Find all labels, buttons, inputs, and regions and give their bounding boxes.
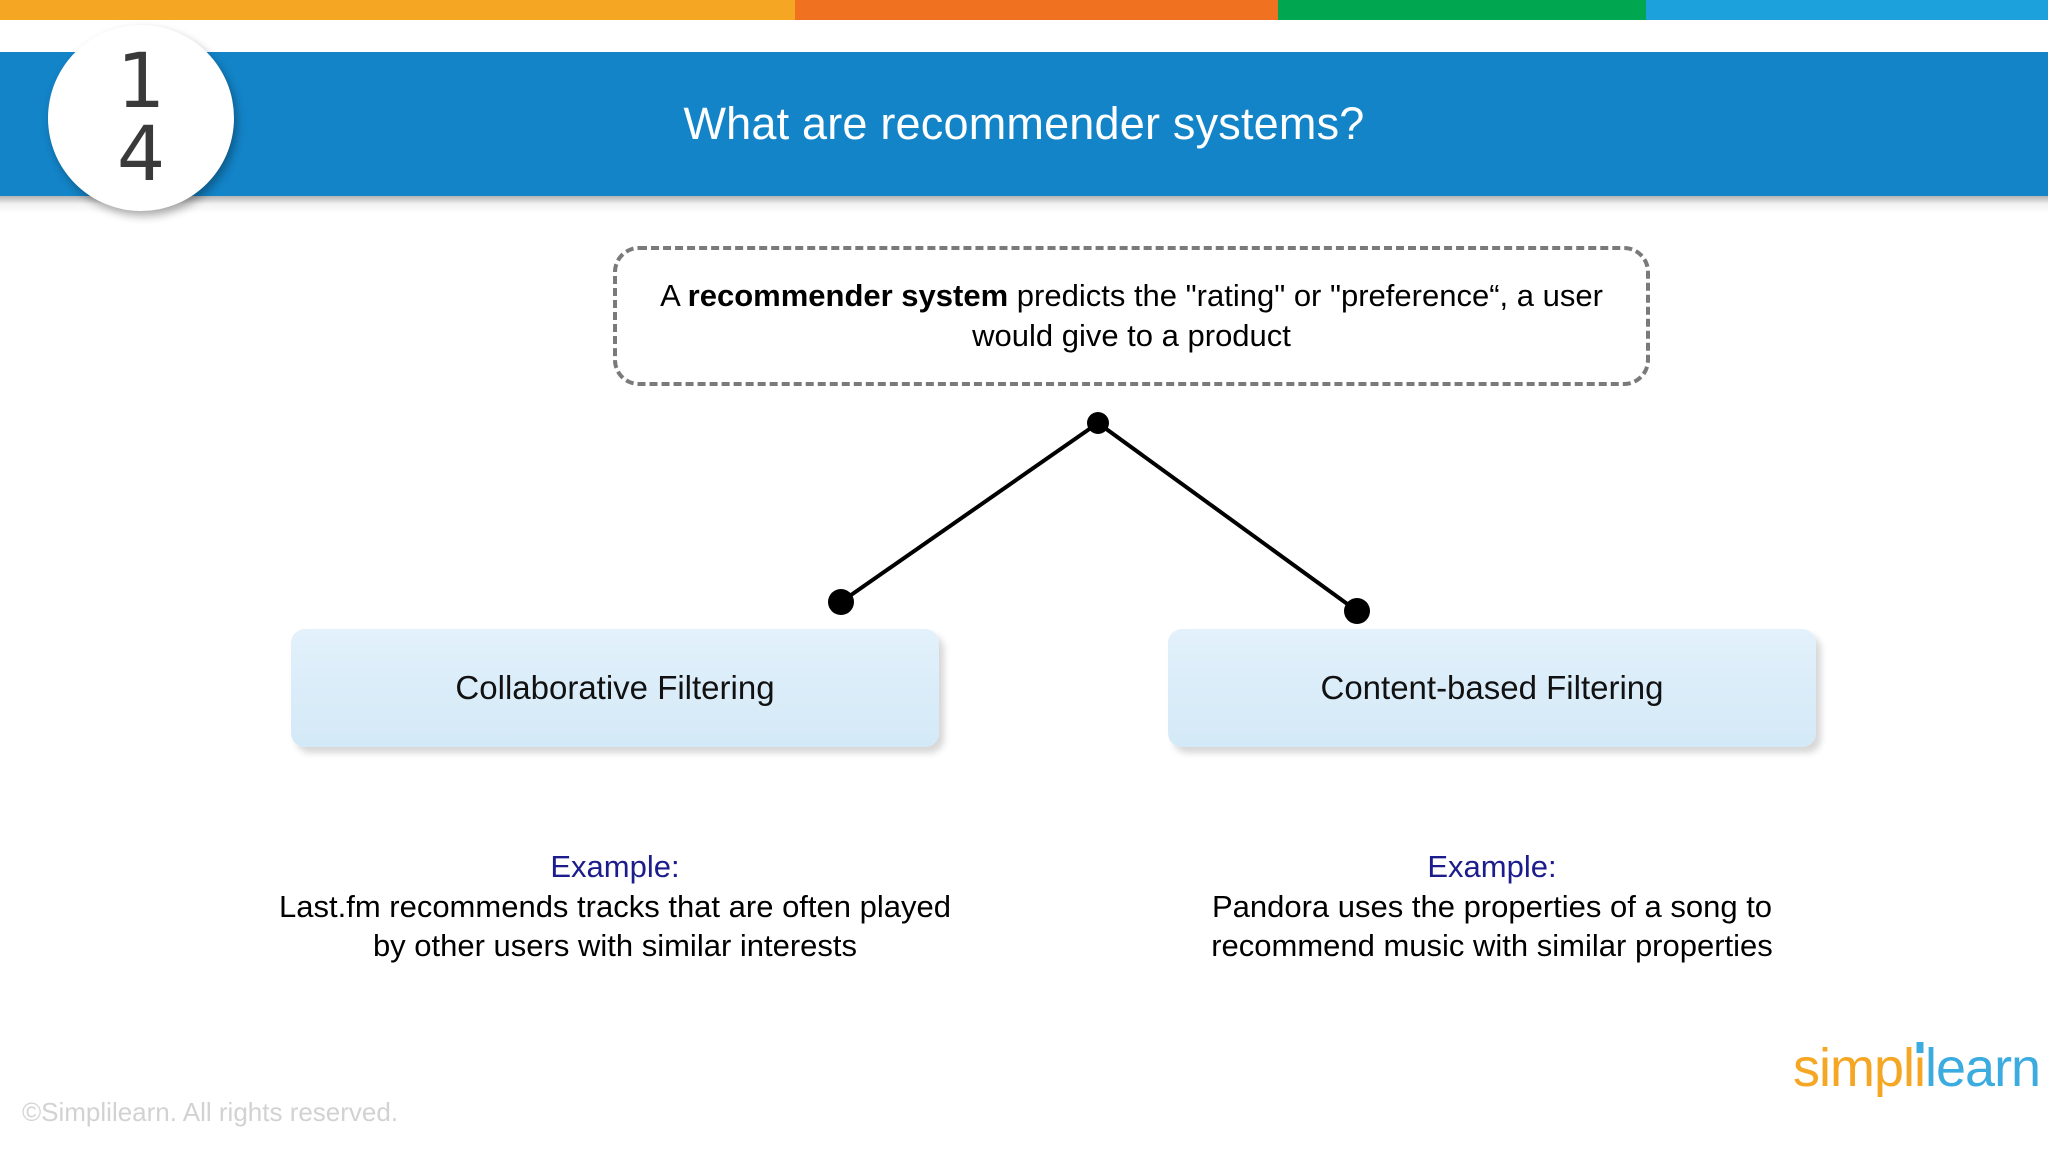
definition-box: A recommender system predicts the "ratin… xyxy=(613,246,1650,386)
logo-text-simpl: simpl xyxy=(1793,1038,1915,1098)
logo-i-stem: i xyxy=(1914,1038,1926,1098)
page-number-badge: 1 4 xyxy=(48,25,234,211)
strip-segment-amber xyxy=(0,0,795,20)
branch-box-label: Collaborative Filtering xyxy=(455,669,775,706)
top-color-strip xyxy=(0,0,2048,20)
connector-line-left xyxy=(839,421,1100,604)
logo-letter-i: i xyxy=(1914,1037,1926,1099)
example-body: Last.fm recommends tracks that are often… xyxy=(279,888,951,964)
definition-rest: predicts the "rating" or "preference“, a… xyxy=(972,278,1603,353)
strip-segment-orange xyxy=(795,0,1278,20)
connector-node-left xyxy=(828,589,854,615)
branch-box-collaborative-filtering[interactable]: Collaborative Filtering xyxy=(291,629,939,747)
page-number-digit-1: 1 xyxy=(116,36,166,126)
example-block-collaborative: Example: Last.fm recommends tracks that … xyxy=(265,847,965,966)
title-bar-shadow xyxy=(0,196,2048,204)
title-bar-shadow-fade xyxy=(0,204,2048,214)
page-number-digit-2: 4 xyxy=(116,109,166,198)
branch-box-content-based-filtering[interactable]: Content-based Filtering xyxy=(1168,629,1816,747)
logo-text-learn: learn xyxy=(1925,1038,2041,1098)
example-body: Pandora uses the properties of a song to… xyxy=(1211,888,1773,964)
connector-node-right xyxy=(1344,598,1370,624)
example-title: Example: xyxy=(1427,849,1557,884)
footer-copyright: ©Simplilearn. All rights reserved. xyxy=(22,1097,399,1127)
definition-text: A recommender system predicts the "ratin… xyxy=(643,276,1620,355)
example-block-content-based: Example: Pandora uses the properties of … xyxy=(1142,847,1842,966)
connector-node-apex xyxy=(1087,412,1109,434)
branch-box-label: Content-based Filtering xyxy=(1320,669,1664,706)
title-bar xyxy=(0,52,2048,196)
definition-lead: A xyxy=(660,278,688,314)
connector-line-right xyxy=(1096,421,1359,613)
example-title: Example: xyxy=(550,849,680,884)
definition-bold-term: recommender system xyxy=(687,278,1009,314)
page-title: What are recommender systems? xyxy=(683,98,1365,149)
strip-segment-green xyxy=(1278,0,1646,20)
logo-i-dot xyxy=(1916,1042,1924,1053)
strip-segment-blue xyxy=(1646,0,2048,20)
